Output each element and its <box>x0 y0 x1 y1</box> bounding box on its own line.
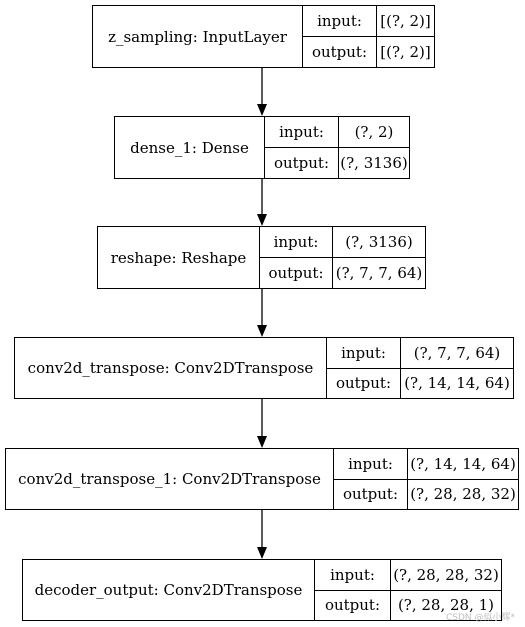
layer-node-conv2d-transpose: conv2d_transpose: Conv2DTranspose input:… <box>14 337 514 399</box>
layer-node-dense-1: dense_1: Dense input: (?, 2) output: (?,… <box>114 116 410 179</box>
layer-name: decoder_output: Conv2DTranspose <box>23 560 315 620</box>
layer-node-conv2d-transpose-1: conv2d_transpose_1: Conv2DTranspose inpu… <box>5 448 519 510</box>
arrow-2 <box>257 179 267 226</box>
output-shape: (?, 7, 7, 64) <box>335 264 423 282</box>
input-label: input: <box>265 117 339 147</box>
output-shape: (?, 14, 14, 64) <box>404 374 510 393</box>
output-label: output: <box>327 368 401 398</box>
output-shape: (?, 28, 28, 1) <box>397 596 495 615</box>
layer-name: reshape: Reshape <box>98 227 260 288</box>
layer-node-decoder-output: decoder_output: Conv2DTranspose input: (… <box>22 559 502 621</box>
layer-node-reshape: reshape: Reshape input: (?, 3136) output… <box>97 226 426 289</box>
input-shape: (?, 3136) <box>345 233 413 251</box>
input-shape: (?, 14, 14, 64) <box>410 454 516 473</box>
layer-name: conv2d_transpose_1: Conv2DTranspose <box>6 449 334 509</box>
arrow-5 <box>257 510 267 559</box>
output-shape: (?, 3136) <box>340 154 408 172</box>
input-label: input: <box>315 560 391 590</box>
output-label: output: <box>303 37 377 67</box>
layer-name: z_sampling: InputLayer <box>93 6 303 67</box>
layer-name: conv2d_transpose: Conv2DTranspose <box>15 338 327 398</box>
output-label: output: <box>260 258 333 288</box>
watermark: CSDN @似小辉* <box>445 613 515 623</box>
input-label: input: <box>327 338 401 368</box>
input-shape: (?, 7, 7, 64) <box>413 343 501 362</box>
output-shape: [(?, 2)] <box>380 43 431 61</box>
layer-name: dense_1: Dense <box>115 117 265 178</box>
output-label: output: <box>265 148 339 178</box>
arrow-1 <box>257 68 267 116</box>
output-label: output: <box>334 479 408 509</box>
output-label: output: <box>315 590 391 620</box>
input-label: input: <box>303 6 377 36</box>
output-shape: (?, 28, 28, 32) <box>410 485 516 504</box>
input-shape: (?, 2) <box>354 123 394 141</box>
input-shape: [(?, 2)] <box>380 12 431 30</box>
layer-node-z-sampling: z_sampling: InputLayer input: [(?, 2)] o… <box>92 5 435 68</box>
arrow-3 <box>257 289 267 337</box>
input-label: input: <box>334 449 408 479</box>
arrow-4 <box>257 399 267 448</box>
input-shape: (?, 28, 28, 32) <box>393 565 499 584</box>
input-label: input: <box>260 227 333 257</box>
